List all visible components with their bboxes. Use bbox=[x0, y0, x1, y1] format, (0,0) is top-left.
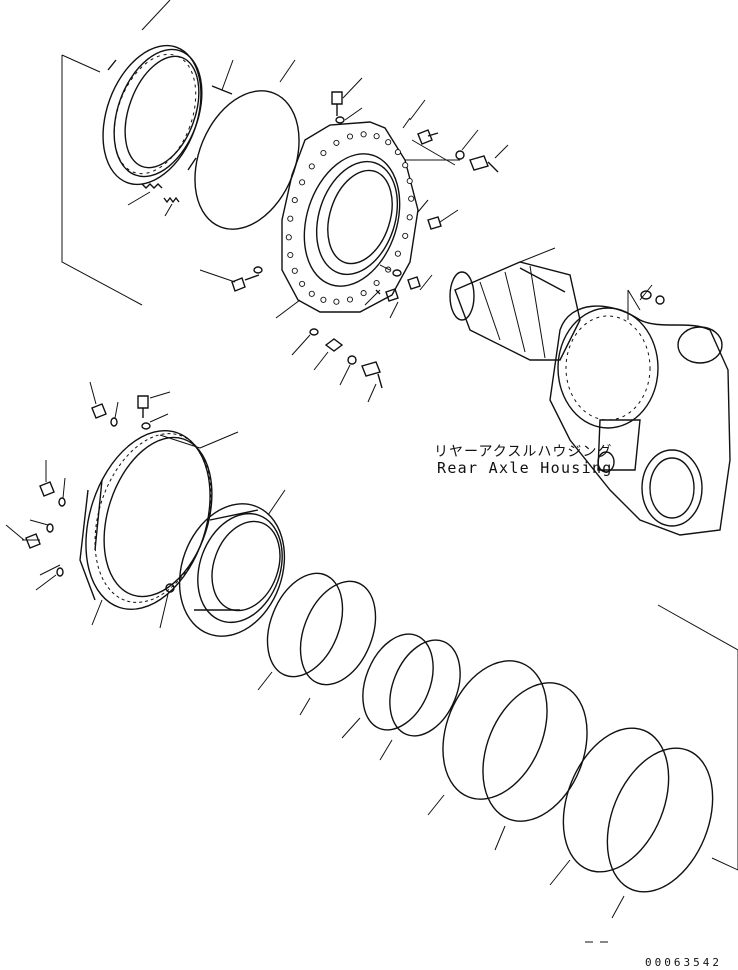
flange-bolt-hole bbox=[320, 296, 327, 303]
flange-bolt-hole bbox=[402, 232, 409, 239]
group-bracket-top bbox=[61, 0, 171, 306]
flange-bolt-hole bbox=[320, 149, 327, 157]
flange-bolt-hole bbox=[346, 296, 354, 303]
flange-bolt-hole bbox=[408, 195, 415, 202]
flange-bolt-hole bbox=[373, 279, 380, 287]
dowel-pin bbox=[211, 59, 234, 95]
flange-bolt-hole bbox=[287, 215, 294, 222]
bearing-ring-top bbox=[102, 44, 203, 186]
housing-label-japanese: リヤーアクスルハウジング bbox=[434, 444, 613, 460]
flange-bolt-hole bbox=[299, 280, 306, 287]
seal-ring-4 bbox=[549, 727, 714, 919]
seal-ring-3 bbox=[427, 660, 588, 851]
group-bracket-right bbox=[657, 604, 738, 871]
flange-bolt-hole bbox=[402, 162, 409, 169]
flange-bolt-hole bbox=[385, 139, 392, 146]
flange-bolt-hole bbox=[394, 149, 401, 156]
flange-bolt-hole bbox=[308, 290, 315, 297]
housing-label-english: Rear Axle Housing bbox=[437, 459, 613, 477]
flange-bolt-hole bbox=[308, 163, 315, 170]
brake-piston bbox=[178, 489, 286, 637]
flange-bolt-hole bbox=[360, 290, 367, 297]
flange-bolt-hole bbox=[406, 214, 413, 221]
flange-bolt-hole bbox=[291, 197, 298, 204]
brake-carrier-plate bbox=[281, 121, 419, 313]
spring-pair bbox=[127, 183, 180, 217]
flange-bolt-hole bbox=[373, 133, 380, 140]
flange-bolt-hole bbox=[360, 131, 367, 138]
flange-bolts bbox=[199, 77, 509, 403]
flange-bolt-hole bbox=[299, 179, 306, 186]
flange-bolt-hole bbox=[287, 251, 294, 259]
seal-ring-2 bbox=[341, 633, 461, 761]
group-bracket-left bbox=[22, 519, 61, 576]
flange-bolt-hole bbox=[346, 133, 354, 140]
flange-bolt-hole bbox=[333, 139, 340, 146]
brake-housing-ring bbox=[79, 429, 213, 611]
flange-bolt-hole bbox=[285, 234, 292, 241]
housing-fasteners bbox=[5, 381, 239, 629]
flange-bolt-hole bbox=[291, 267, 298, 274]
seal-ring-1 bbox=[257, 572, 377, 716]
rear-axle-housing bbox=[449, 247, 731, 536]
flange-bolt-hole bbox=[333, 298, 340, 305]
flange-bolt-hole bbox=[406, 177, 413, 185]
drawing-number: 00063542 bbox=[645, 956, 722, 969]
flange-bolt-hole bbox=[394, 250, 401, 257]
